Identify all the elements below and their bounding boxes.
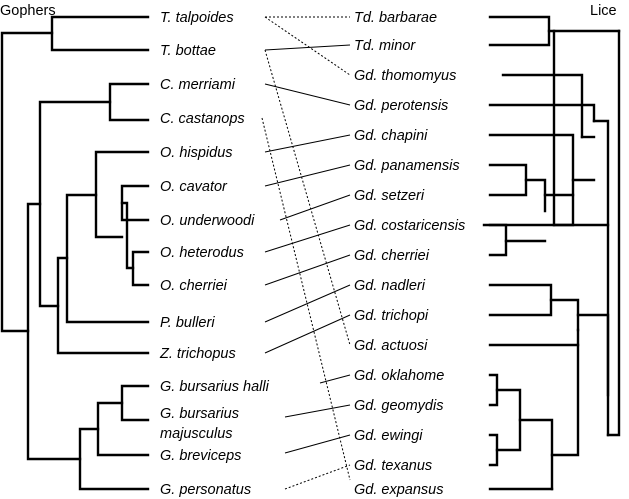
louse-label: Gd. costaricensis bbox=[354, 218, 465, 234]
louse-label: Gd. cherriei bbox=[354, 248, 430, 264]
gopher-label: O. heterodus bbox=[160, 245, 244, 261]
louse-label: Gd. setzeri bbox=[354, 188, 425, 204]
gopher-label: O. hispidus bbox=[160, 145, 233, 161]
gopher-label: Z. trichopus bbox=[159, 346, 236, 362]
louse-label: Gd. ewingi bbox=[354, 428, 423, 444]
louse-label: Gd. actuosi bbox=[354, 338, 428, 354]
louse-label: Gd. oklahome bbox=[354, 368, 444, 384]
gopher-label: G. personatus bbox=[160, 482, 251, 498]
gopher-label: T. bottae bbox=[160, 43, 216, 59]
louse-label: Gd. thomomyus bbox=[354, 68, 456, 84]
gopher-label: G. bursarius bbox=[160, 406, 239, 422]
louse-tree bbox=[482, 15, 621, 491]
gopher-label: G. breviceps bbox=[160, 448, 241, 464]
louse-label: Gd. nadleri bbox=[354, 278, 426, 294]
gopher-label: O. cavator bbox=[160, 179, 228, 195]
louse-labels: Td. barbarae Td. minor Gd. thomomyus Gd.… bbox=[354, 10, 465, 498]
louse-label: Td. barbarae bbox=[354, 10, 437, 26]
gopher-label: P. bulleri bbox=[160, 315, 215, 331]
louse-label: Gd. perotensis bbox=[354, 98, 448, 114]
gopher-label: O. cherriei bbox=[160, 278, 228, 294]
gophers-title: Gophers bbox=[0, 3, 56, 19]
louse-label: Gd. chapini bbox=[354, 128, 428, 144]
gopher-label: O. underwoodi bbox=[160, 213, 255, 229]
gopher-labels: T. talpoides T. bottae C. merriami C. ca… bbox=[159, 10, 270, 498]
gopher-label: T. talpoides bbox=[160, 10, 234, 26]
louse-label: Gd. geomydis bbox=[354, 398, 443, 414]
gopher-label: majusculus bbox=[160, 426, 233, 442]
lice-title: Lice bbox=[590, 3, 617, 19]
gopher-label: G. bursarius halli bbox=[160, 379, 270, 395]
gopher-label: C. castanops bbox=[160, 111, 245, 127]
louse-label: Gd. panamensis bbox=[354, 158, 460, 174]
louse-label: Td. minor bbox=[354, 38, 416, 54]
gopher-tree bbox=[0, 15, 150, 491]
louse-label: Gd. expansus bbox=[354, 482, 443, 498]
louse-label: Gd. texanus bbox=[354, 458, 432, 474]
louse-label: Gd. trichopi bbox=[354, 308, 429, 324]
gopher-label: C. merriami bbox=[160, 77, 236, 93]
association-lines bbox=[261, 16, 351, 490]
